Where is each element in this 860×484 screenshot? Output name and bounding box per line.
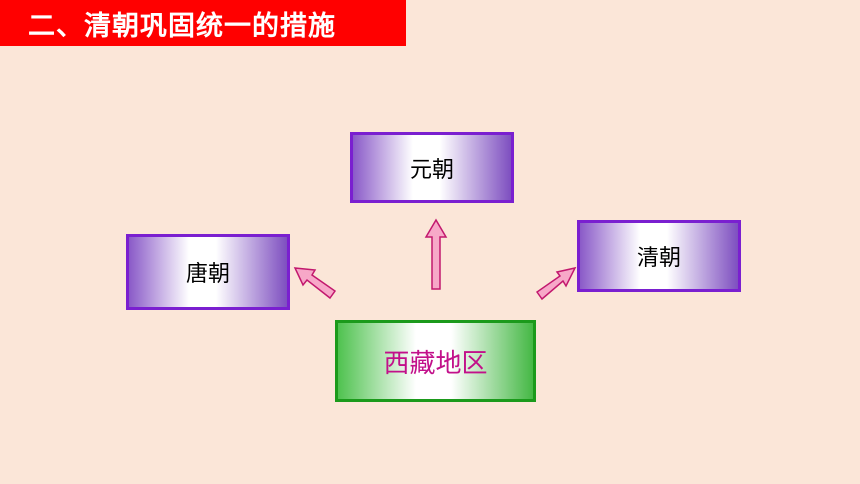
arrow-to-yuan <box>424 218 448 290</box>
node-yuan: 元朝 <box>350 132 514 203</box>
node-qing: 清朝 <box>577 220 741 292</box>
node-qing-label: 清朝 <box>636 246 681 271</box>
arrow-to-qing <box>535 266 577 301</box>
node-yuan-label: 元朝 <box>409 157 454 183</box>
node-xizang: 西藏地区 <box>335 320 536 402</box>
slide-title: 二、清朝巩固统一的措施 <box>28 10 336 42</box>
node-tang-label: 唐朝 <box>185 262 230 287</box>
node-tang: 唐朝 <box>126 234 290 310</box>
node-xizang-label: 西藏地区 <box>383 348 488 379</box>
title-bar: 二、清朝巩固统一的措施 <box>0 0 406 46</box>
arrow-to-tang <box>293 267 337 300</box>
